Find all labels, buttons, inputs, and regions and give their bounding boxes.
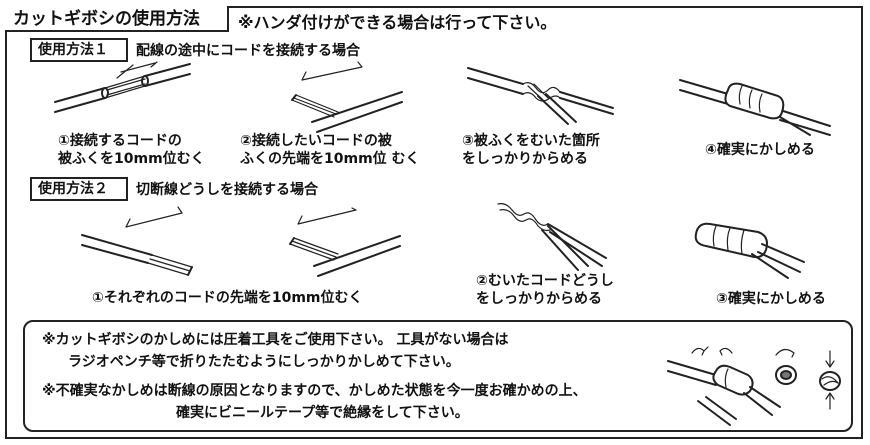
crimped-connector-icon [679,79,831,136]
method1-description: 配線の途中にコードを接続する場合 [136,43,360,59]
m2-step2-caption-2: をしっかりからめる [476,291,602,307]
crimped-connector-icon [694,222,805,279]
m1-step3-caption-2: をしっかりからめる [462,151,588,167]
method2-description: 切断線どうしを接続する場合 [136,182,318,198]
method1-label: 使用方法１ [30,38,128,62]
notes-box [23,320,853,432]
m1-step4-caption: ④確実にかしめる [705,142,815,158]
note-line-3: ※不確実なかしめは断線の原因となりますので、かしめた状態を今一度お確かめの上、 [42,383,587,399]
twisted-wires-icon [467,67,614,125]
m1-step2-caption-2: ふくの先端を10mm位 むく [240,151,420,167]
crimping-demo-icon [667,346,841,426]
stripped-wire-middle-icon [54,61,191,113]
header-note: ※ハンダ付けができる場合は行って下さい。 [238,13,557,32]
instruction-frame [5,6,863,439]
m2-step3-caption: ③確実にかしめる [716,291,826,307]
method2-label: 使用方法２ [30,177,128,201]
m1-step3-caption-1: ③被ふくをむいた箇所 [462,133,600,149]
m2-step1-caption: ①それぞれのコードの先端を10mm位むく [92,290,363,306]
stripped-wire-end-icon [291,61,403,133]
note-line-1: ※カットギボシのかしめには圧着工具をご使用下さい。 工具がない場合は [42,332,509,348]
m1-step1-caption-2: 被ふくを10mm位むく [58,151,205,167]
m1-step2-caption-1: ②接続したいコードの被 [240,133,392,149]
twisted-wires-icon [497,203,607,271]
stripped-wire-end-icon [81,206,193,276]
m1-step1-caption-1: ①接続するコードの [58,133,182,149]
note-line-2: ラジオペンチ等で折りたたむようにしっかりかしめて下さい。 [68,354,460,370]
page-title: カットギボシの使用方法 [5,6,229,32]
note-line-4: 確実にビニールテープ等で絶縁をして下さい。 [176,405,469,421]
m2-step2-caption-1: ②むいたコードどうし [476,273,614,289]
stripped-wire-end-icon [289,207,401,277]
